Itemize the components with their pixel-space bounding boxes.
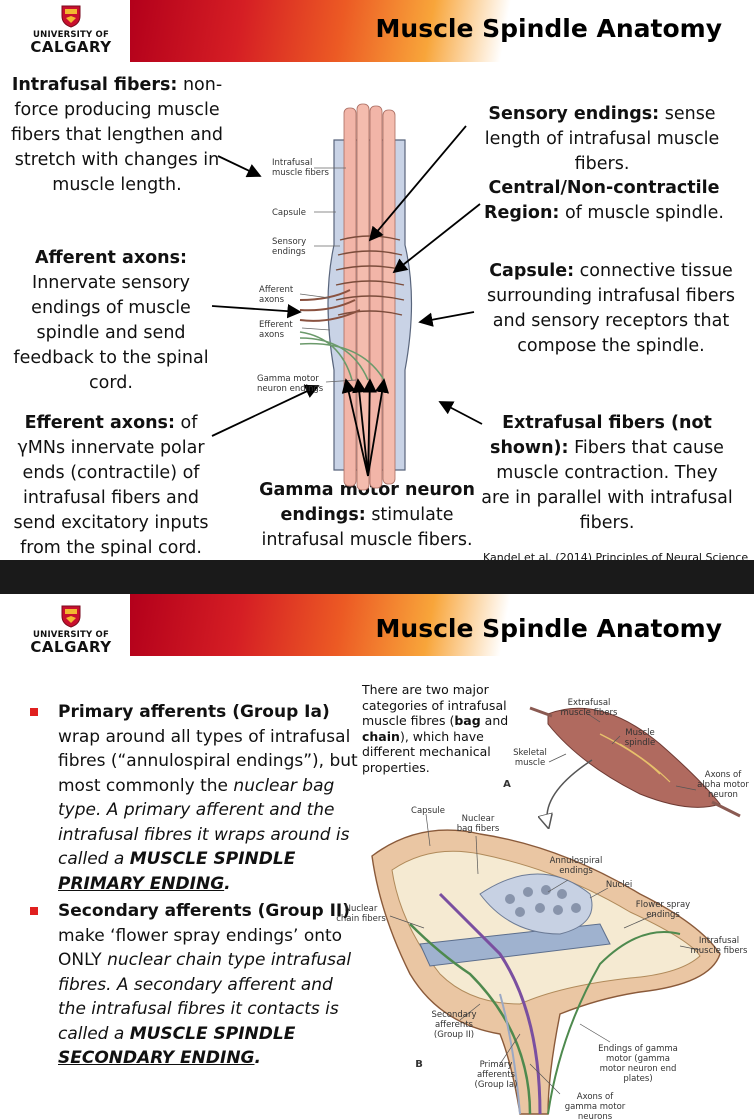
title-banner: Muscle Spindle Anatomy [0, 0, 754, 62]
label-secondary: Secondary afferents (Group II) [431, 1010, 477, 1040]
diagram-label-efferent: Efferent axons [259, 320, 293, 340]
university-logo: UNIVERSITY OF CALGARY [26, 604, 116, 656]
slide-1: Muscle Spindle Anatomy UNIVERSITY OF CAL… [0, 0, 754, 560]
logo-name-text: CALGARY [30, 38, 112, 56]
label-alpha-axons: Axons of alpha motor neuron [697, 770, 749, 800]
callout-efferent-axons: Efferent axons: of γMNs innervate polar … [13, 413, 209, 558]
title-banner: Muscle Spindle Anatomy [0, 594, 754, 656]
skeletal-muscle-drawing [529, 706, 741, 818]
bullet-primary-afferents: Primary afferents (Group Ia) wrap around… [28, 700, 358, 896]
label-flower-spray: Flower spray endings [635, 900, 691, 920]
bullet-secondary-afferents: Secondary afferents (Group II) make ‘flo… [28, 899, 358, 1071]
bullet-square-icon [30, 708, 38, 716]
label-intrafusal: Intrafusal muscle fibers [690, 936, 748, 956]
slide-title: Muscle Spindle Anatomy [375, 14, 722, 43]
bullet-square-icon [30, 907, 38, 915]
bullet-list: Primary afferents (Group Ia) wrap around… [28, 700, 358, 1074]
label-bag-fibers: Nuclear bag fibers [456, 814, 500, 834]
callout-arrows [211, 125, 483, 477]
figure-leader-lines [389, 713, 701, 1095]
slide-divider [0, 560, 754, 594]
banner-gradient [130, 0, 754, 62]
slide-title: Muscle Spindle Anatomy [375, 614, 722, 643]
crest-icon [61, 605, 81, 628]
label-panel-b: B [415, 1059, 423, 1070]
callout-afferent-axons: Afferent axons: Innervate sensory ending… [13, 248, 209, 393]
logo-name-text: CALGARY [30, 638, 112, 656]
diagram-label-afferent: Afferent axons [259, 285, 294, 305]
citation: Kandel et al. (2014) Principles of Neura… [483, 551, 749, 560]
callout-capsule: Capsule: connective tissue surrounding i… [487, 261, 735, 356]
spindle-diagram [211, 103, 483, 491]
diagram-label-gamma: Gamma motor neuron endings [257, 374, 324, 394]
fibre-categories-note: There are two major categories of intraf… [362, 682, 509, 775]
callout-central-region: Central/Non-contractile Region: of muscl… [484, 178, 724, 223]
spindle-cross-section [371, 829, 721, 1115]
banner-gradient [130, 594, 754, 656]
label-chain-fibers: Nuclear chain fibers [336, 904, 386, 924]
crest-icon [61, 5, 81, 28]
callout-sensory-endings: Sensory endings: sense length of intrafu… [484, 104, 720, 174]
spindle-figure [371, 706, 741, 1115]
diagram-leader-lines [299, 167, 357, 383]
callout-extrafusal-fibers: Extrafusal fibers (not shown): Fibers th… [481, 413, 733, 533]
label-annulospiral: Annulospiral endings [549, 856, 603, 876]
callout-gamma-endings: Gamma motor neuron endings: stimulate in… [259, 480, 475, 550]
label-primary: Primary afferents (Group Ia) [474, 1060, 518, 1090]
zoom-arrow [547, 759, 593, 826]
label-capsule: Capsule [411, 806, 445, 816]
label-muscle-spindle: Muscle spindle [624, 728, 656, 748]
label-gamma-axons: Axons of gamma motor neurons [564, 1092, 626, 1120]
diagram-label-intrafusal: Intrafusal muscle fibers [272, 158, 329, 178]
label-gamma-endings: Endings of gamma motor (gamma motor neur… [598, 1044, 678, 1084]
label-skeletal-muscle: Skeletal muscle [513, 748, 547, 768]
diagram-label-sensory: Sensory endings [272, 237, 307, 257]
label-panel-a: A [503, 779, 511, 790]
diagram-label-capsule: Capsule [272, 208, 306, 218]
label-extrafusal: Extrafusal muscle fibers [560, 698, 618, 718]
logo-university-text: UNIVERSITY OF [33, 30, 109, 40]
label-nuclei: Nuclei [605, 880, 633, 890]
slide-2: Muscle Spindle Anatomy UNIVERSITY OF CAL… [0, 594, 754, 1120]
university-logo: UNIVERSITY OF CALGARY [26, 4, 116, 56]
logo-university-text: UNIVERSITY OF [33, 630, 109, 640]
efferent-axon-lines [299, 331, 385, 381]
callout-intrafusal-fibers: Intrafusal fibers: non-force producing m… [11, 75, 223, 195]
